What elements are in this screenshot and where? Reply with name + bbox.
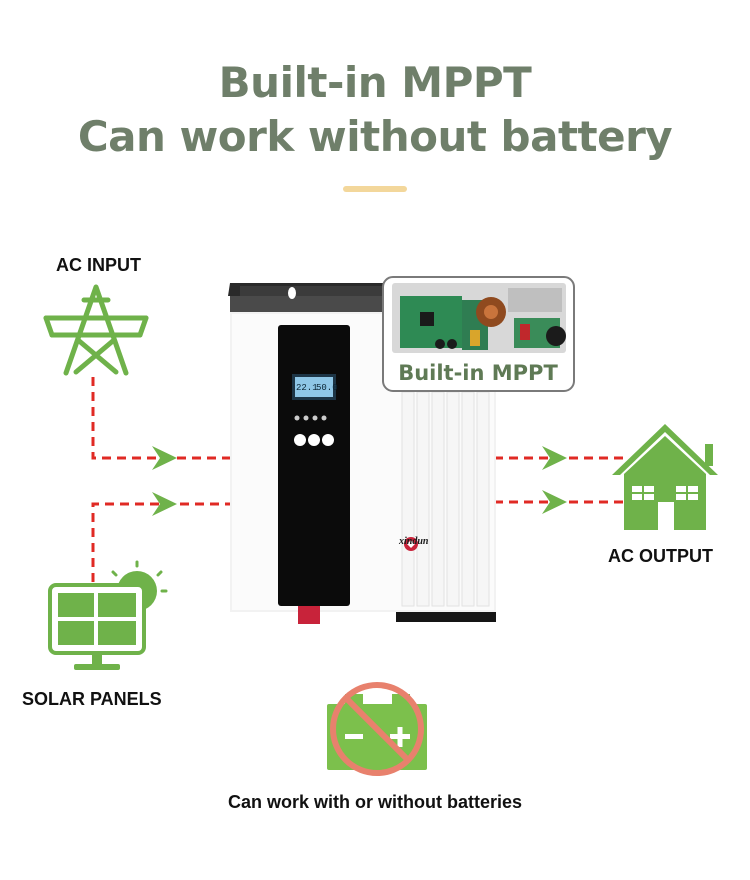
mppt-badge (382, 276, 575, 392)
solar-panels-label: SOLAR PANELS (22, 689, 162, 709)
battery-prohibited-icon (327, 682, 427, 776)
mppt-badge-caption: Built-in MPPT (398, 361, 558, 385)
house-icon (612, 424, 718, 530)
ac-output-lines (494, 456, 625, 504)
accent-divider (343, 186, 407, 192)
lcd-left-reading: 22.1 (296, 383, 318, 393)
brand-logo: xindun (398, 536, 429, 547)
transmission-tower-icon (43, 284, 149, 376)
solar-panel-sun-icon (48, 560, 168, 670)
battery-caption: Can work with or without batteries (227, 792, 523, 812)
inverter-device (228, 283, 502, 624)
headline-line-1: Built-in MPPT (218, 58, 532, 107)
solar-input-line (91, 502, 232, 582)
ac-input-line (91, 377, 232, 460)
flow-arrows (152, 446, 567, 516)
ac-output-label: AC OUTPUT (608, 546, 713, 566)
headline-line-2: Can work without battery (77, 112, 673, 161)
ac-input-label: AC INPUT (56, 255, 141, 275)
lcd-right-reading: 50.0 (316, 383, 338, 393)
